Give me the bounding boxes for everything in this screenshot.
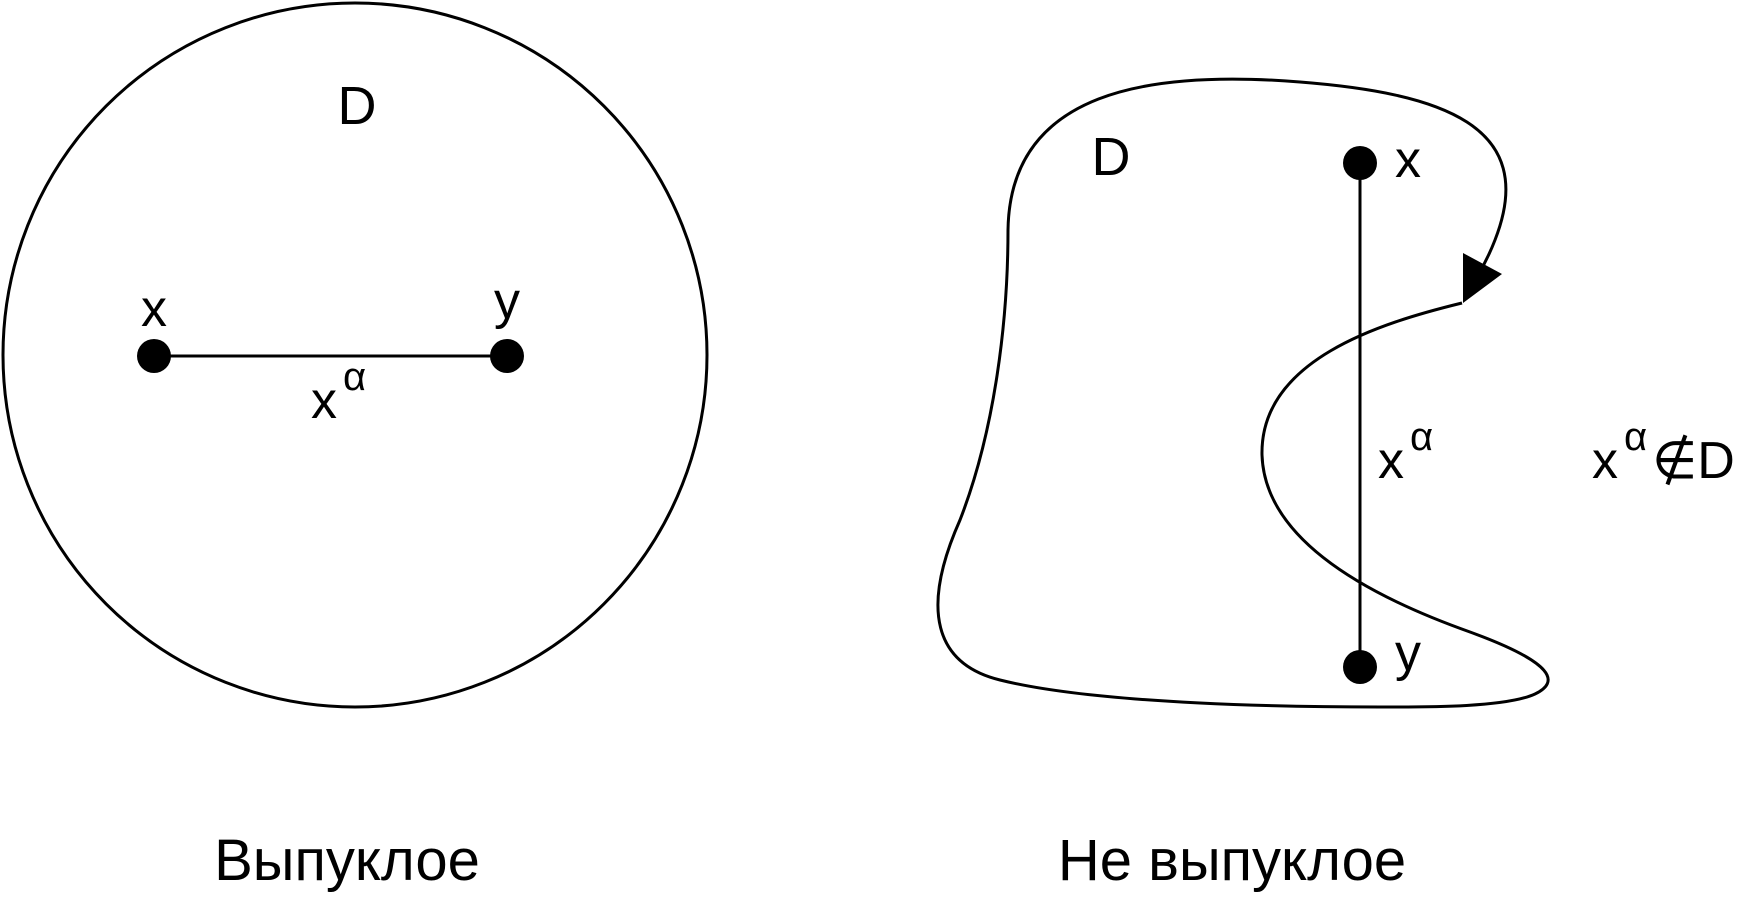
convex-region-circle [1,1,709,709]
nonconvex-point-y-label: y [1395,624,1421,682]
convex-caption: Выпуклое [214,828,480,893]
nonconvex-point-x-label: x [1395,131,1421,189]
nonconvex-point-x [1343,146,1377,180]
convex-point-y [490,339,524,373]
convex-panel: D x y x α Выпуклое [1,1,709,893]
convex-point-y-label: y [494,272,520,330]
nonconvex-segment-label-sup: α [1410,415,1433,459]
nonconvex-segment-label: x [1378,432,1404,490]
convex-point-x [137,339,171,373]
convex-segment-label: x [311,372,337,430]
nonconvex-region-outline [936,77,1550,709]
nonconvex-point-y [1343,650,1377,684]
not-in-d-relation: x [1592,432,1618,490]
not-in-d-relation-rest: ∉D [1652,432,1735,490]
convex-point-x-label: x [141,280,167,338]
nonconvex-caption: Не выпуклое [1058,828,1406,893]
not-in-d-relation-sup: α [1624,415,1647,459]
convex-region-label: D [338,76,377,136]
convex-segment-label-sup: α [343,355,366,399]
boundary-arrowhead [1463,253,1502,303]
nonconvex-panel: D x y x α x α ∉D Не выпуклое [936,77,1735,893]
nonconvex-region-label: D [1092,127,1131,187]
